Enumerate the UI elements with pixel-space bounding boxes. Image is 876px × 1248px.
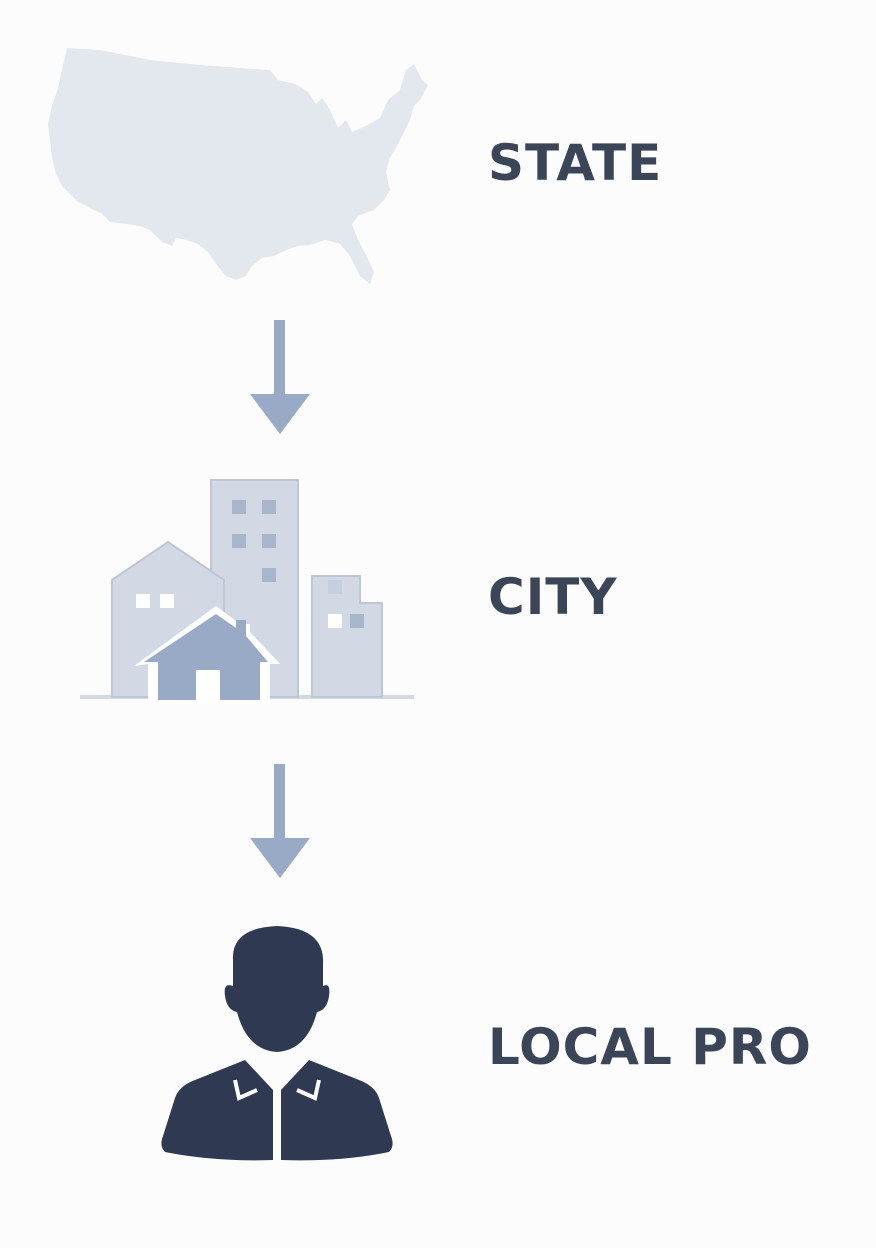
arrow-down-icon <box>240 318 320 440</box>
arrow-down-icon <box>240 762 320 884</box>
step-label-state: STATE <box>488 134 663 192</box>
step-label-local-pro: LOCAL PRO <box>488 1018 812 1076</box>
city-buildings-icon <box>78 474 418 706</box>
us-map-icon <box>40 40 440 290</box>
step-label-city: CITY <box>488 568 618 626</box>
person-icon <box>155 920 400 1170</box>
